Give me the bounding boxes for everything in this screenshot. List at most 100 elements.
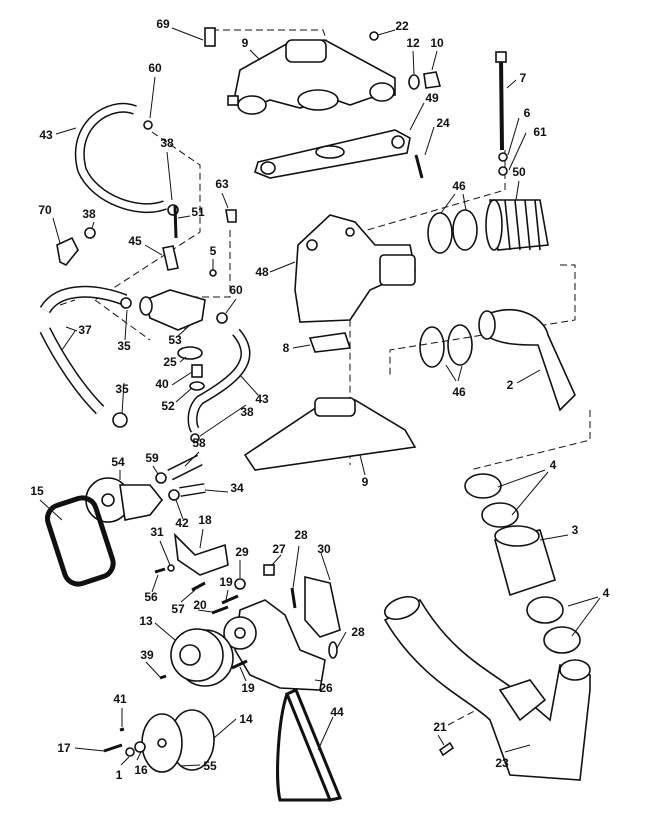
callout-2: 2: [507, 378, 514, 392]
callout-30: 30: [317, 542, 331, 556]
callout-28: 28: [294, 528, 308, 542]
callout-40: 40: [155, 377, 169, 391]
callout-31: 31: [150, 525, 164, 539]
callout-22: 22: [395, 19, 409, 33]
callout-29: 29: [235, 545, 249, 559]
callout-41: 41: [113, 692, 127, 706]
clamp-38b: [84, 227, 96, 239]
callout-34: 34: [230, 481, 244, 495]
callout-13: 13: [139, 614, 153, 628]
callout-63: 63: [215, 177, 229, 191]
manifold-gasket-49: [254, 129, 411, 179]
plug-29: [234, 578, 246, 590]
callout-57: 57: [171, 602, 185, 616]
callout-25: 25: [163, 355, 177, 369]
callout-6: 6: [524, 106, 531, 120]
callout-61: 61: [533, 125, 547, 139]
callout-53: 53: [168, 333, 182, 347]
callout-35: 35: [117, 339, 131, 353]
bolt-17: [103, 743, 123, 753]
callout-45: 45: [128, 234, 142, 248]
bolt-5: [209, 269, 217, 277]
clamp-4a: [464, 473, 502, 499]
callout-50: 50: [512, 165, 526, 179]
bracket-45: [162, 245, 179, 271]
callout-38c: 38: [240, 405, 254, 419]
callout-15: 15: [30, 484, 44, 498]
callout-39: 39: [140, 648, 154, 662]
callout-35b: 35: [115, 382, 129, 396]
clamp-59: [155, 472, 167, 484]
plug-10: [423, 71, 442, 89]
exhaust-pipe-2: [478, 309, 576, 412]
fitting-63: [225, 209, 237, 223]
callout-42: 42: [175, 516, 189, 530]
clamp-4b: [481, 502, 519, 528]
clamp-4c: [526, 596, 564, 624]
thermostat-40: [191, 364, 203, 378]
bolt-57: [191, 581, 206, 592]
fitting-28: [290, 587, 297, 609]
callout-54: 54: [111, 455, 125, 469]
callout-5: 5: [210, 244, 217, 258]
callout-1: 1: [116, 768, 123, 782]
bolt-7: [495, 51, 508, 176]
callout-55: 55: [203, 759, 217, 773]
hose-43-lower: [187, 328, 251, 433]
nut-22: [369, 31, 379, 41]
bolt-41: [119, 727, 125, 732]
callout-24: 24: [436, 116, 450, 130]
callout-3: 3: [572, 523, 579, 537]
callout-10: 10: [430, 36, 444, 50]
gasket-8: [308, 332, 352, 353]
clamp-35a: [120, 297, 132, 309]
callout-56: 56: [144, 590, 158, 604]
callout-46b: 46: [452, 385, 466, 399]
clamp-46d: [447, 324, 473, 366]
washer-1: [125, 747, 135, 757]
callout-70: 70: [38, 203, 52, 217]
bolt-21: [438, 741, 455, 757]
thermostat-housing-53: [144, 289, 206, 331]
callout-4: 4: [550, 458, 557, 472]
callout-19: 19: [219, 575, 233, 589]
callout-69: 69: [156, 17, 170, 31]
clamp-42: [168, 489, 180, 501]
clamp-60b: [216, 312, 228, 324]
exhaust-manifold-top: [204, 27, 442, 115]
callout-26: 26: [319, 681, 333, 695]
seal-52: [189, 381, 205, 391]
callout-38b: 38: [82, 207, 96, 221]
belt-44: [285, 688, 343, 802]
callout-16: 16: [134, 763, 148, 777]
callout-14: 14: [239, 712, 253, 726]
clamp-35b: [112, 412, 128, 428]
callout-37: 37: [78, 323, 92, 337]
bolt-19a: [221, 594, 239, 605]
callout-51: 51: [191, 205, 205, 219]
bellows-3: [494, 525, 556, 597]
callout-7: 7: [520, 71, 527, 85]
gasket-30: [304, 575, 341, 638]
callout-59: 59: [145, 451, 159, 465]
callout-43b: 43: [255, 392, 269, 406]
callout-48: 48: [255, 265, 269, 279]
callout-20: 20: [193, 598, 207, 612]
clamp-38c: [190, 433, 200, 443]
gasket-25: [177, 346, 203, 360]
bolt-39: [159, 674, 167, 680]
callout-43: 43: [39, 128, 53, 142]
bracket-18: [173, 532, 229, 576]
clamp-60: [143, 120, 153, 130]
assembly-lines: [59, 29, 591, 726]
bolt-19b: [231, 659, 248, 670]
clamp-46c: [419, 326, 445, 368]
water-pump-26: [223, 599, 326, 691]
callout-17: 17: [57, 741, 71, 755]
bolt-51: [173, 204, 178, 239]
callout-19b: 19: [241, 681, 255, 695]
callout-28b: 28: [351, 625, 365, 639]
bracket-69: [204, 27, 216, 47]
callout-labels: 69 9 22 12 10 7 60 49 6 61 24 43 38 46 5…: [30, 17, 609, 782]
ring-12: [408, 74, 420, 90]
